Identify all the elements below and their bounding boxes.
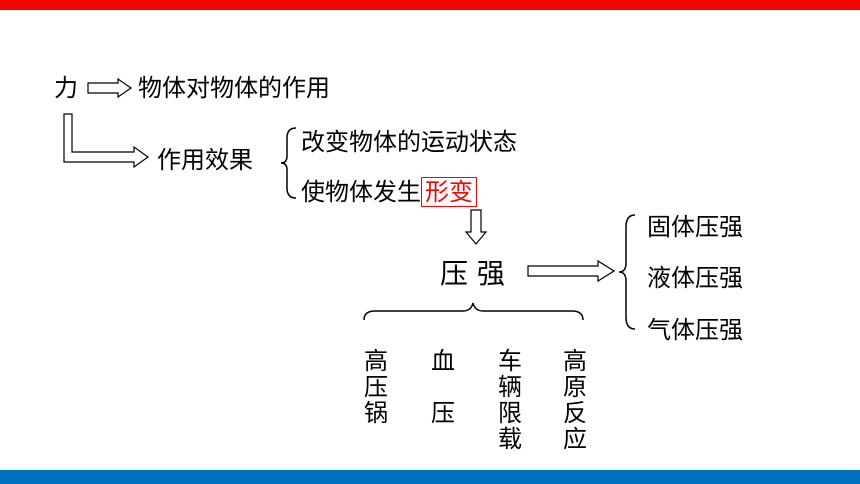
pressure-type-gas: 气体压强 [647,316,743,344]
arrow-force-definition [87,77,133,99]
example-altitude-sickness: 高 原 反 应 [563,347,587,453]
example-blood-pressure: 血 压 [431,347,455,427]
brace-effects [280,127,297,199]
brace-examples [363,302,584,321]
force-label: 力 [54,74,78,102]
arrow-deform-pressure [464,209,488,245]
pressure-type-liquid: 液体压强 [647,264,743,292]
example-vehicle-load-limit: 车 辆 限 载 [498,347,522,453]
effect-deformation-prefix: 使物体发生 [301,178,421,206]
deformation-highlight: 形变 [421,177,477,207]
arrow-force-effect [63,113,150,169]
example-pressure-cooker: 高 压 锅 [364,347,388,427]
bottom-color-bar [0,470,860,484]
pressure-type-solid: 固体压强 [647,213,743,241]
top-color-bar [0,0,860,10]
effect-label: 作用效果 [157,146,253,174]
brace-types [618,214,636,330]
arrow-pressure-types [527,259,616,283]
effect-motion-change: 改变物体的运动状态 [301,128,517,156]
effect-deformation: 使物体发生形变 [301,177,477,207]
force-definition: 物体对物体的作用 [138,74,330,102]
pressure-label: 压 强 [440,257,505,290]
